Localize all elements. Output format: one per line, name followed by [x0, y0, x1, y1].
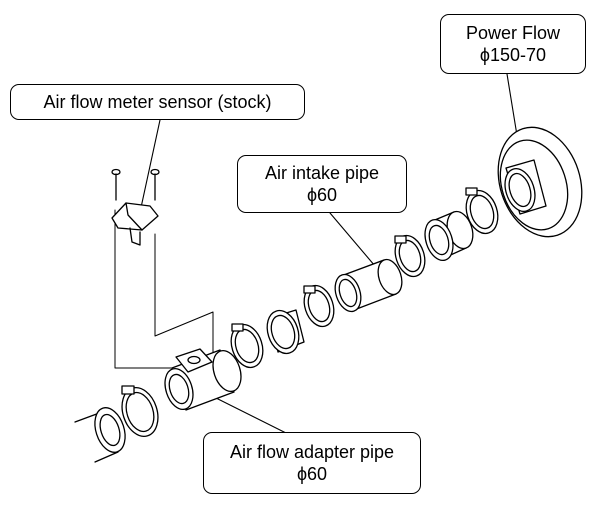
reducer-coupler [424, 210, 474, 262]
stock-intake-hose [74, 407, 126, 463]
callout-label: Air flow meter sensor (stock) [43, 92, 272, 112]
power-flow-filter [497, 126, 583, 238]
callout-power-flow: Power Flow ϕ150-70 [440, 14, 586, 74]
callout-spec: ϕ60 [296, 464, 328, 484]
coupler-sleeve [266, 309, 305, 355]
callout-spec: ϕ60 [306, 185, 338, 205]
hose-clamp [465, 187, 499, 235]
callout-air-intake-pipe: Air intake pipe ϕ60 [237, 155, 407, 213]
wiring-lines [114, 209, 214, 369]
air-intake-pipe [334, 258, 403, 313]
hose-clamp [121, 385, 159, 437]
hose-clamp [303, 284, 335, 328]
air-flow-adapter-pipe [164, 348, 242, 411]
hose-clamp [394, 234, 426, 278]
callout-air-flow-meter-sensor: Air flow meter sensor (stock) [10, 84, 305, 120]
callout-label: Air intake pipe [264, 163, 380, 183]
callout-spec: ϕ150-70 [479, 45, 547, 65]
callout-air-flow-adapter-pipe: Air flow adapter pipe ϕ60 [203, 432, 421, 494]
hose-clamp [230, 323, 264, 369]
callout-label: Power Flow [465, 23, 561, 43]
air-flow-meter-sensor [111, 168, 160, 246]
callout-label: Air flow adapter pipe [229, 442, 395, 462]
